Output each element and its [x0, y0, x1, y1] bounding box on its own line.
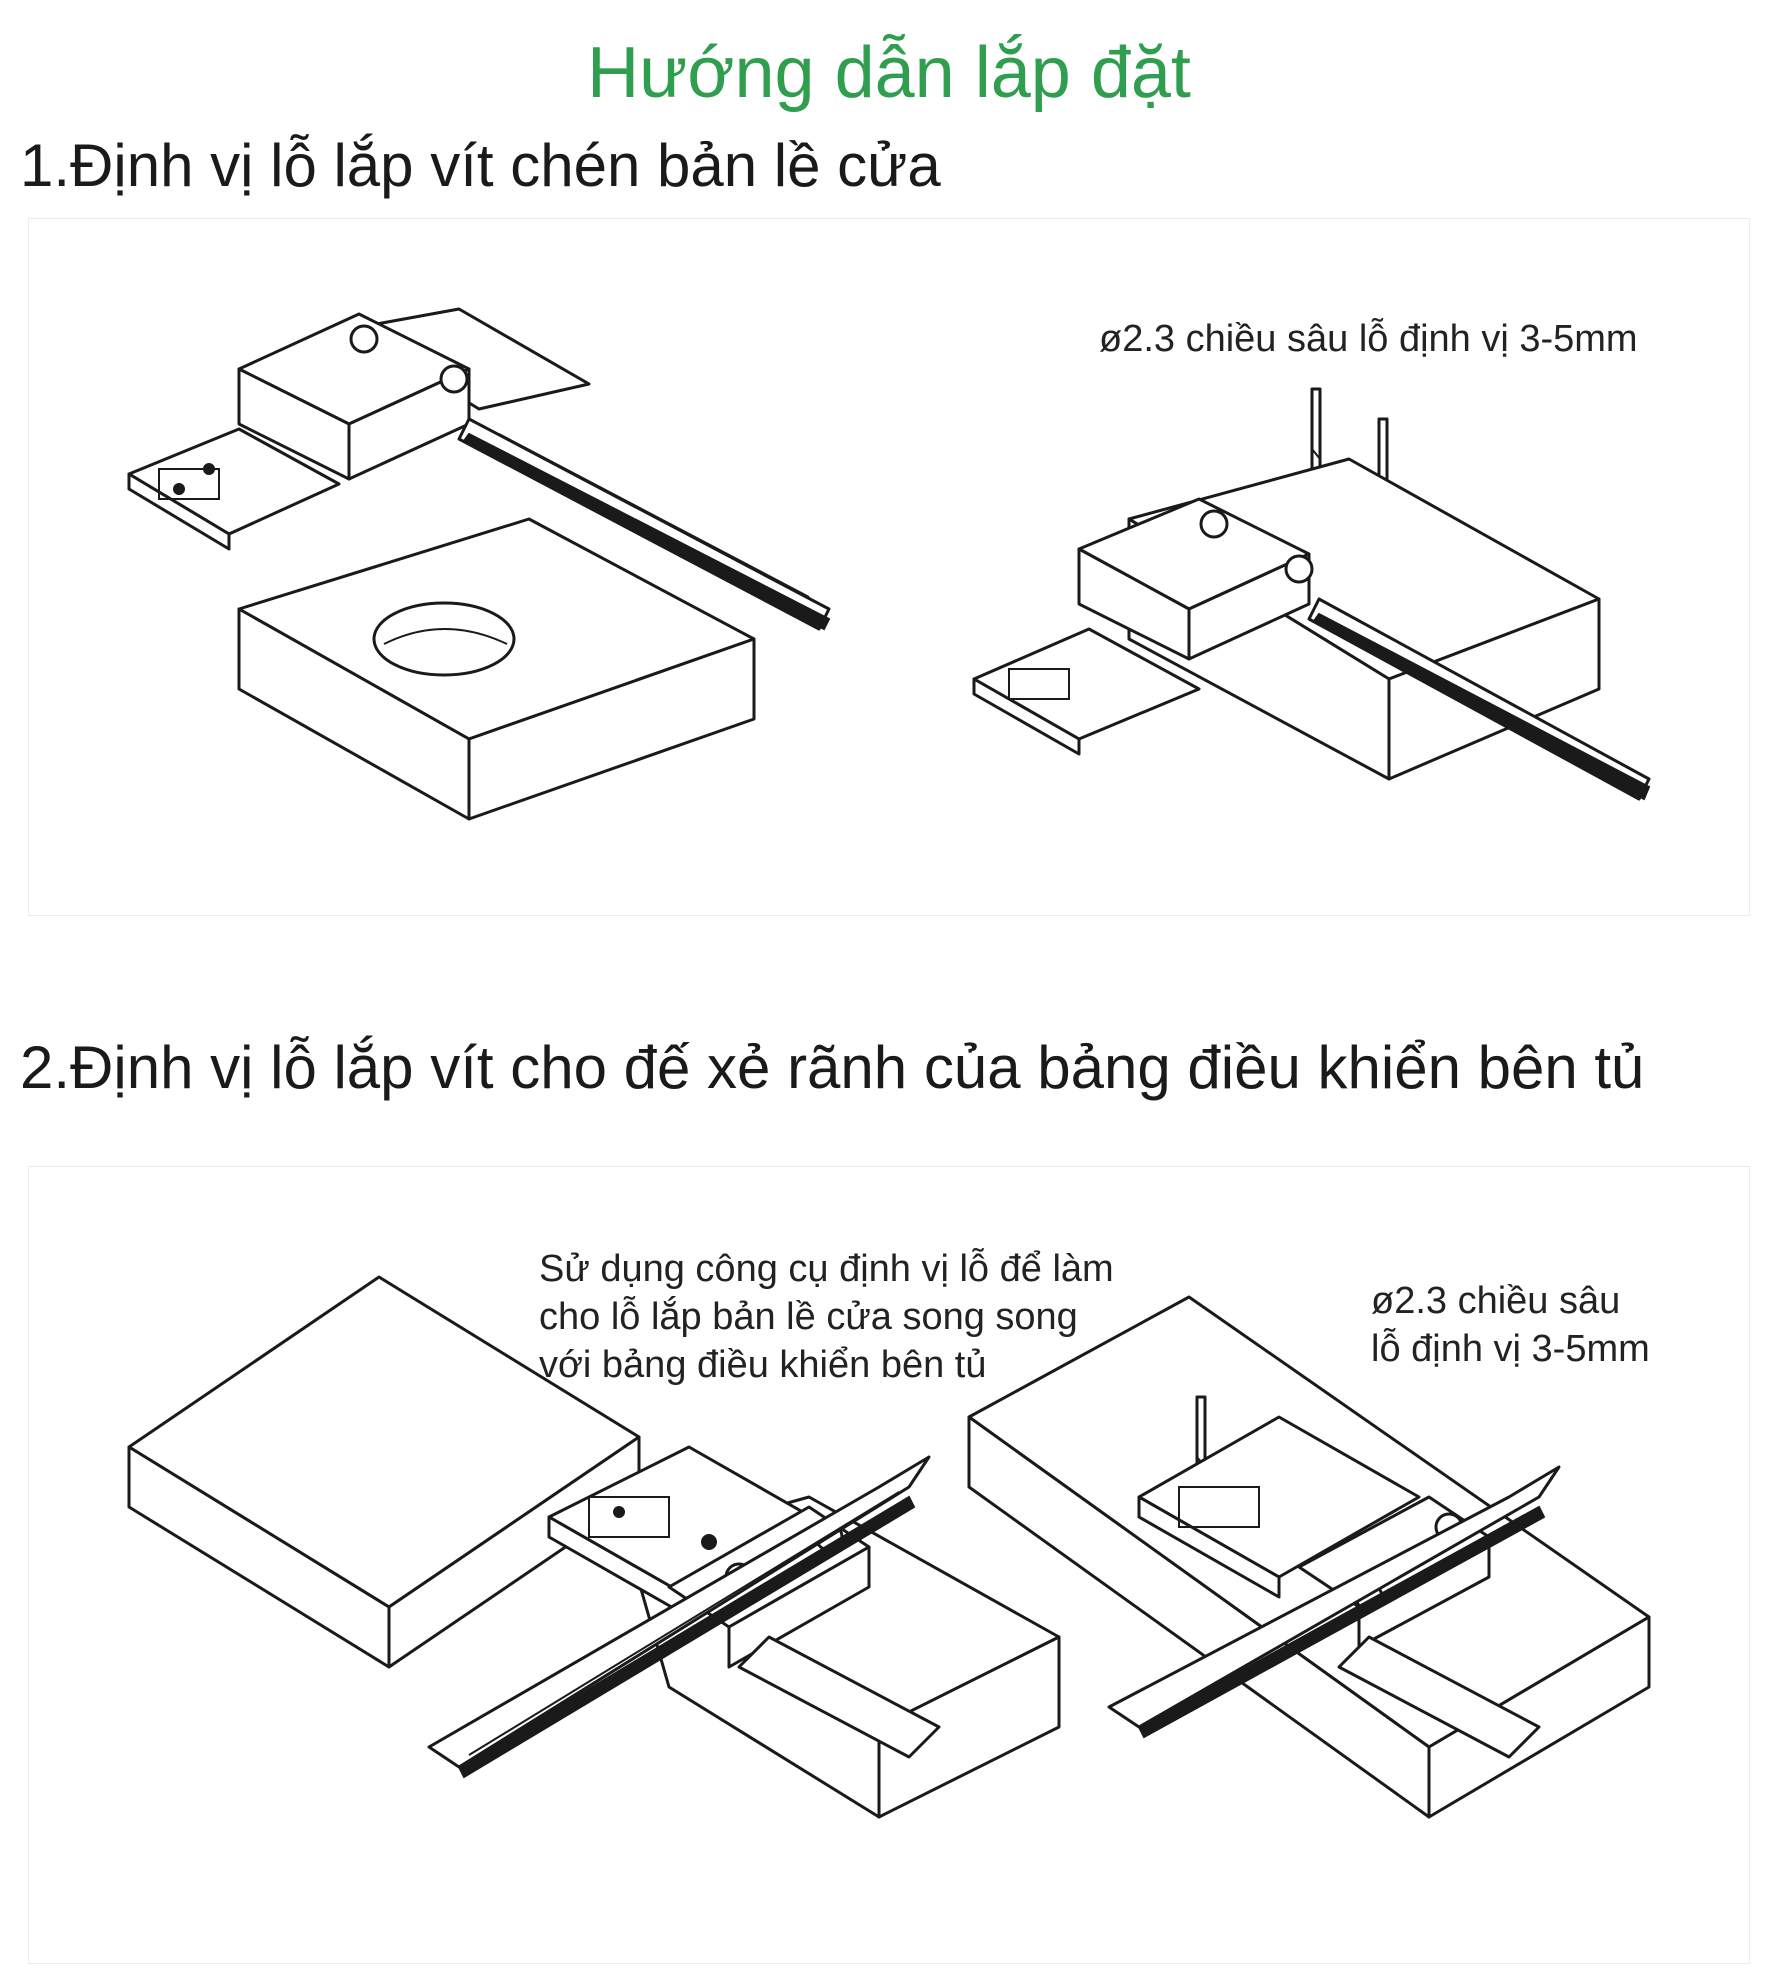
hinge-jig-illustration	[1107, 1415, 1561, 1759]
section-2-illustration	[127, 1275, 1651, 1819]
page-title: Hướng dẫn lắp đặt	[587, 33, 1191, 113]
section-2-drill-note: ø2.3 chiều sâu lỗ định vị 3-5mm	[1371, 1277, 1650, 1373]
wood-board-illustration	[237, 517, 756, 821]
note-line: lỗ định vị 3-5mm	[1371, 1328, 1650, 1370]
note-line: ø2.3 chiều sâu	[1371, 1280, 1621, 1322]
section-2-usage-note: Sử dụng công cụ định vị lỗ để làm cho lỗ…	[539, 1245, 1114, 1389]
hinge-jig-illustration	[427, 1445, 941, 1779]
note-line: cho lỗ lắp bản lề cửa song song	[539, 1296, 1078, 1338]
section-1-illustration-panel: ø2.3 chiều sâu lỗ định vị 3-5mm	[28, 218, 1750, 916]
hinge-jig-illustration	[127, 307, 831, 631]
hinge-jig-illustration	[972, 497, 1651, 801]
section-1-illustration	[127, 307, 1651, 821]
section-2-heading: 2.Định vị lỗ lắp vít cho đế xẻ rãnh của …	[20, 1034, 1645, 1101]
ruler-illustration	[468, 1491, 900, 1756]
section-1-heading: 1.Định vị lỗ lắp vít chén bản lề cửa	[20, 132, 941, 199]
section-2-illustration-panel: Sử dụng công cụ định vị lỗ để làm cho lỗ…	[28, 1166, 1750, 1964]
ruler-illustration	[498, 433, 810, 598]
note-line: Sử dụng công cụ định vị lỗ để làm	[539, 1248, 1114, 1290]
note-line: với bảng điều khiển bên tủ	[539, 1344, 987, 1386]
note-line: ø2.3 chiều sâu lỗ định vị 3-5mm	[1099, 318, 1638, 360]
section-1-drill-note: ø2.3 chiều sâu lỗ định vị 3-5mm	[1099, 315, 1638, 363]
